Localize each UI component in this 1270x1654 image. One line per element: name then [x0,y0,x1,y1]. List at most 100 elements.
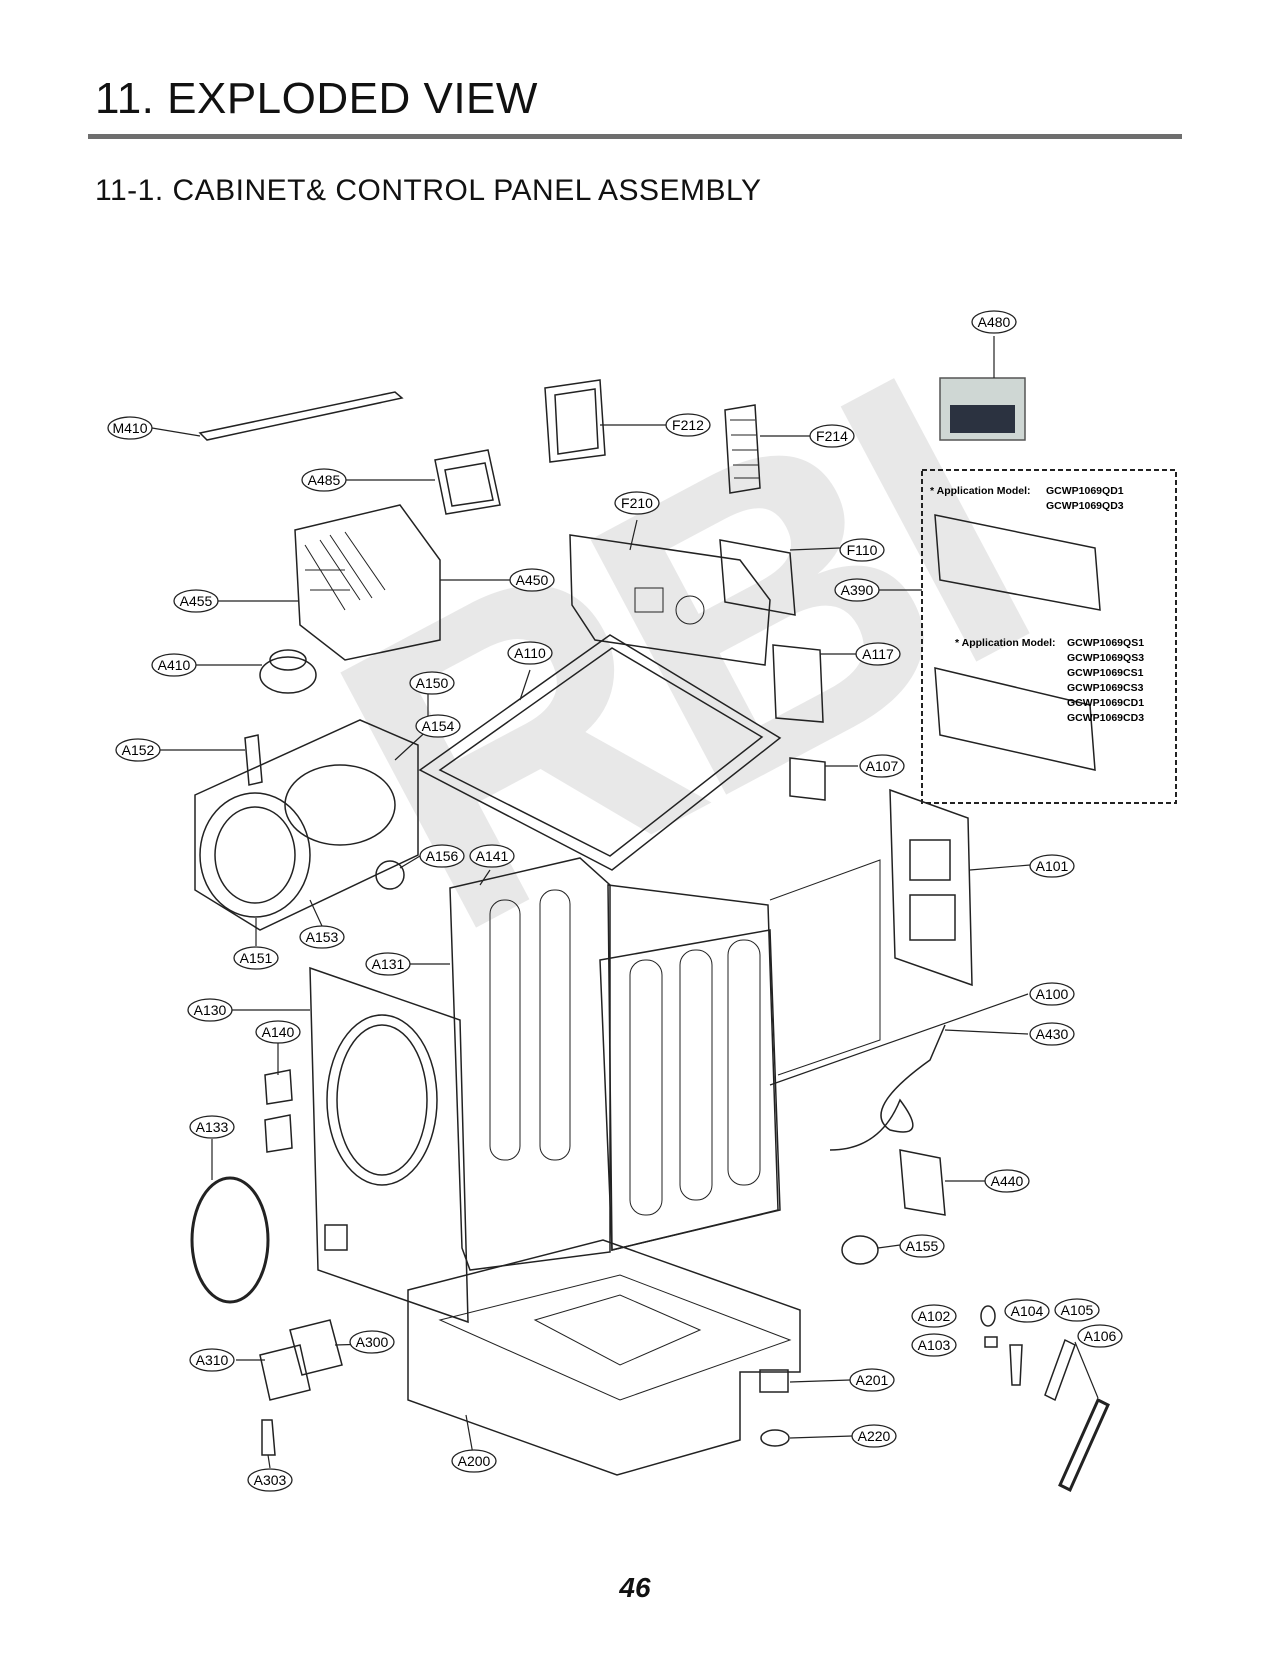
callout-oval [851,1424,897,1448]
callout-a201: A201 [849,1368,895,1392]
callout-oval [1029,1022,1075,1046]
part-a201 [759,1369,789,1393]
part-a303 [261,1419,276,1456]
callout-label: A310 [196,1352,229,1368]
callout-f214: F214 [809,424,855,448]
callout-oval [107,416,153,440]
callout-oval [173,589,219,613]
part-a310 [259,1344,311,1401]
callout-label: A220 [858,1428,891,1444]
callout-label: A130 [194,1002,227,1018]
callout-label: A154 [422,718,455,734]
part-a200-base [407,1239,801,1476]
callout-a485: A485 [301,468,347,492]
callout-oval [189,1115,235,1139]
callout-a110: A110 [507,641,553,665]
callout-oval [614,491,660,515]
callout-label: A200 [458,1453,491,1469]
part-a101 [889,788,973,987]
callout-oval [151,653,197,677]
part-a430-cord [829,1024,946,1151]
callout-a450: A450 [509,568,555,592]
part-a485 [434,449,501,515]
app-note-1-model-2: GCWP1069QD3 [1046,500,1124,512]
callout-label: A105 [1061,1302,1094,1318]
part-a151-door [199,792,311,918]
callout-label: A430 [1036,1026,1069,1042]
callout-label: A151 [240,950,273,966]
callout-label: A110 [514,645,546,661]
part-right-panel [599,929,781,1251]
part-a154-ring [284,764,396,846]
callout-oval [349,1330,395,1354]
app-note-2-model-6: GCWP1069CD3 [1067,712,1144,724]
callout-oval [1054,1298,1100,1322]
callout-label: A141 [476,848,509,864]
callout-oval [855,642,901,666]
callout-label: A131 [372,956,405,972]
callout-oval [365,952,411,976]
callout-a300: A300 [349,1330,395,1354]
part-a150-box [194,719,419,931]
callout-a141: A141 [469,844,515,868]
callout-m410: M410 [107,416,153,440]
callout-oval [189,1348,235,1372]
callout-a140: A140 [255,1020,301,1044]
callout-label: A101 [1036,858,1069,874]
app-note-2-model-4: GCWP1069CS3 [1067,682,1144,694]
callout-a131: A131 [365,952,411,976]
part-a102 [980,1305,996,1327]
callout-a152: A152 [115,738,161,762]
callout-a133: A133 [189,1115,235,1139]
part-a141-side [449,857,611,1271]
callout-label: A485 [308,472,341,488]
callout-a104: A104 [1004,1299,1050,1323]
callout-label: F214 [816,428,848,444]
callout-a220: A220 [851,1424,897,1448]
callout-label: A303 [254,1472,287,1488]
callout-oval [1077,1324,1123,1348]
app-note-2-heading: * Application Model: [955,637,1056,649]
callout-label: F110 [847,542,878,558]
part-a104 [1009,1344,1023,1386]
callout-oval [1029,854,1075,878]
app-note-2-model-5: GCWP1069CD1 [1067,697,1144,709]
application-note-1: * Application Model: GCWP1069QD1 GCWP106… [930,485,1124,512]
callout-a155: A155 [899,1234,945,1258]
callout-oval [984,1169,1030,1193]
callout-a410: A410 [151,653,197,677]
part-a220 [760,1429,790,1447]
callout-a303: A303 [247,1468,293,1492]
part-a103 [984,1336,998,1348]
app-note-1-model-1: GCWP1069QD1 [1046,485,1124,497]
title-rule [88,134,1182,139]
callout-oval [115,738,161,762]
callout-a100: A100 [1029,982,1075,1006]
callout-label: A150 [416,675,449,691]
part-a390-lower [934,667,1096,771]
callout-oval [1029,982,1075,1006]
part-a105 [1044,1338,1076,1402]
callout-a480: A480 [971,310,1017,334]
callout-oval [971,310,1017,334]
callout-a154: A154 [415,714,461,738]
callout-label: A107 [866,758,899,774]
callout-label: A140 [262,1024,295,1040]
callout-a117: A117 [855,642,901,666]
callout-oval [899,1234,945,1258]
callout-f212: F212 [665,413,711,437]
app-note-2-model-3: GCWP1069CS1 [1067,667,1144,679]
callout-a101: A101 [1029,854,1075,878]
part-a100-cabinet [607,884,779,1251]
part-a156 [375,860,405,890]
callout-oval [255,1020,301,1044]
callout-oval [301,468,347,492]
callout-a390: A390 [834,578,880,602]
part-a140 [264,1069,293,1153]
part-f210 [569,534,771,666]
callout-a107: A107 [859,754,905,778]
callout-a151: A151 [233,946,279,970]
callout-label: A106 [1084,1328,1117,1344]
callout-a103: A103 [911,1333,957,1357]
callout-label: A102 [918,1308,951,1324]
